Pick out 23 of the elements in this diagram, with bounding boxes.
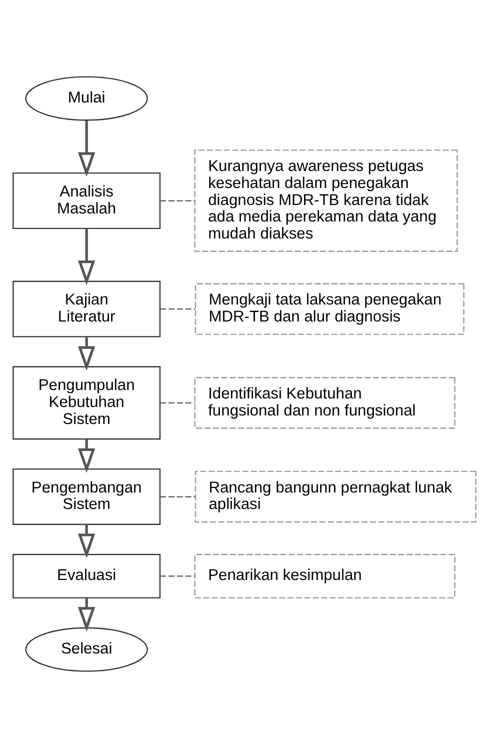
node-box: Mengkaji tata laksana penegakan MDR-TB dan alur diagnosis (194, 282, 464, 334)
node-box: Evaluasi (12, 553, 161, 598)
arrow (78, 597, 96, 632)
node-box: Penarikan kesimpulan (194, 553, 456, 598)
node-box: Kurangnya awareness petugas kesehatan dalam penegakan diagnosis MDR-TB karena tidak ada media perekaman data yang mudah diakses (194, 149, 458, 252)
arrow (78, 524, 96, 558)
node-box: Pengembangan Sistem (12, 468, 161, 524)
arrow (78, 228, 96, 285)
node-box: Pengumpulan Kebutuhan Sistem (12, 366, 161, 440)
node-ellipse: Mulai (25, 76, 148, 120)
connector (160, 402, 195, 403)
node-ellipse: Selesai (25, 626, 148, 672)
node-box: Kajian Literatur (12, 280, 161, 337)
node-box: Identifikasi Kebutuhan fungsional dan non fungsional (194, 376, 456, 428)
connector (160, 200, 195, 201)
connector (160, 575, 195, 576)
arrow (78, 120, 96, 176)
connector (160, 308, 196, 310)
node-box: Analisis Masalah (12, 172, 161, 229)
arrow (78, 438, 96, 472)
connector (160, 496, 196, 497)
node-box: Rancang bangunn pernagkat lunak aplikasi (194, 470, 476, 522)
arrow (78, 336, 96, 370)
